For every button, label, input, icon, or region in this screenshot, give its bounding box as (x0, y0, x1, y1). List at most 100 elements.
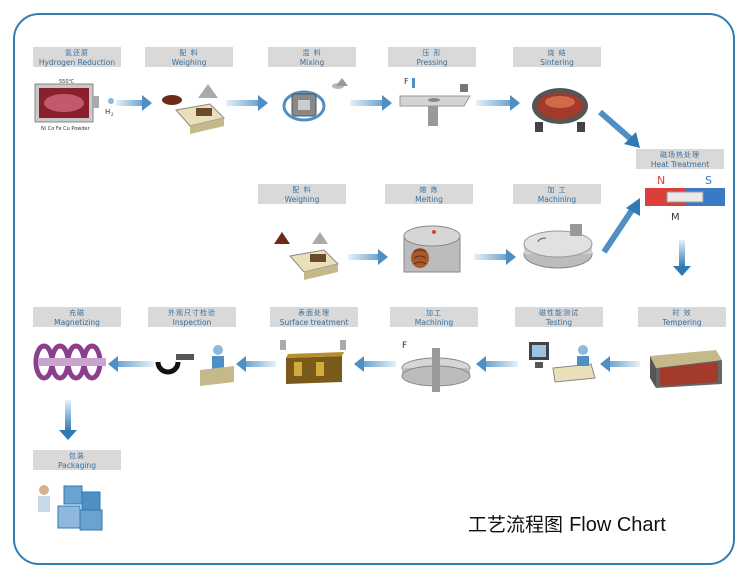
flow-arrow (476, 356, 518, 372)
step-label-en: Hydrogen Reduction (38, 58, 116, 67)
arrow-head (476, 356, 486, 372)
magnetizing-coil-illustration (33, 343, 106, 381)
arrow-head (236, 356, 246, 372)
step-label-zh: 混 料 (302, 49, 322, 57)
step-label-en: Surface treatment (279, 318, 349, 327)
flow-arrow (348, 249, 388, 265)
step-label-en: Tempering (662, 318, 702, 327)
step-label-zh: 时 效 (672, 309, 692, 317)
machining-disc-illustration-2: F (401, 341, 471, 392)
weighing-scale-illustration-2 (274, 232, 339, 280)
tempering-oven-illustration (650, 350, 722, 388)
step-label-en: Magnetizing (54, 318, 100, 327)
flow-arrow (116, 95, 152, 111)
arrow-shaft (485, 361, 518, 367)
step-label-zh: 磁性能测试 (539, 309, 579, 317)
step-label-en: Packaging (57, 461, 97, 470)
pole-s-text: S (705, 174, 712, 187)
temperature-text: 550℃ (59, 79, 75, 85)
arrow-head (510, 95, 520, 111)
step-label-en: Weighing (284, 195, 320, 204)
melting-furnace-illustration (403, 225, 461, 273)
chart-title: 工艺流程图 Flow Chart (468, 510, 666, 537)
arrow-shaft (476, 100, 511, 106)
flow-arrow (354, 356, 396, 372)
mixer-illustration (282, 78, 348, 122)
step-label-zh: 包装 (69, 452, 85, 460)
weighing-scale-illustration (162, 84, 225, 134)
step-label-en: Inspection (172, 318, 212, 327)
flow-arrow (226, 95, 268, 111)
step-label-zh: 外观尺寸检验 (168, 309, 216, 317)
arrow-head (354, 356, 364, 372)
step-label-en: Mixing (299, 58, 325, 67)
step-label-en: Weighing (171, 58, 207, 67)
title-zh: 工艺流程图 (468, 514, 564, 536)
step-label-zh: 充磁 (69, 309, 85, 317)
step-label-zh: 配 料 (179, 49, 199, 57)
flow-arrow-diagonal (598, 110, 640, 148)
flow-arrow (600, 356, 640, 372)
arrow-head (506, 249, 516, 265)
testing-computer-illustration (529, 342, 596, 383)
step-label-en: Melting (415, 195, 443, 204)
arrow-shaft (609, 361, 640, 367)
step-label-en: Heat Treatment (650, 160, 710, 169)
step-label-en: Sintering (540, 58, 574, 67)
step-label-zh: 氢还原 (65, 49, 89, 57)
arrow-head (378, 249, 388, 265)
step-label-en: Machining (414, 318, 454, 327)
step-label-en: Pressing (416, 58, 448, 67)
title-en: Flow Chart (569, 514, 666, 536)
hydrogen-subscript: 2 (111, 112, 114, 117)
inspection-illustration (155, 345, 234, 386)
arrow-shaft (679, 240, 685, 267)
arrow-head (142, 95, 152, 111)
magnet-illustration: N S M (645, 174, 725, 223)
flow-arrow (476, 95, 520, 111)
step-label-zh: 磁场热处理 (660, 151, 700, 159)
step-label-zh: 压 形 (422, 49, 442, 57)
arrow-shaft (116, 100, 143, 106)
surface-treatment-illustration (280, 340, 346, 384)
arrow-head (382, 95, 392, 111)
arrow-shaft (245, 361, 276, 367)
force-text-2: F (402, 341, 407, 351)
step-label-zh: 加 工 (547, 186, 567, 194)
machining-disc-illustration (523, 224, 593, 269)
press-illustration: F (399, 77, 471, 126)
arrow-shaft (474, 254, 507, 260)
flow-arrow (474, 249, 516, 265)
hydrogen-text: H (105, 108, 110, 116)
powder-text: Ni Co Fe Cu Powder (41, 126, 91, 132)
arrow-shaft (350, 100, 383, 106)
arrow-head (59, 430, 77, 440)
step-label-zh: 表面处理 (298, 309, 330, 317)
arrow-head (258, 95, 268, 111)
step-label-en: Machining (537, 195, 577, 204)
step-label-zh: 烧 结 (547, 49, 567, 57)
step-label-zh: 加工 (426, 309, 442, 317)
arrow-shaft (117, 361, 154, 367)
force-text: F (404, 77, 409, 86)
arrow-shaft (65, 400, 71, 431)
flow-arrow (108, 356, 154, 372)
flow-arrow (350, 95, 392, 111)
arrow-shaft (226, 100, 259, 106)
pole-m-text: M (671, 212, 680, 223)
furnace-illustration: 550℃ Ni Co Fe Cu Powder H 2 (34, 79, 114, 132)
flow-arrow-diagonal-2 (601, 198, 640, 254)
